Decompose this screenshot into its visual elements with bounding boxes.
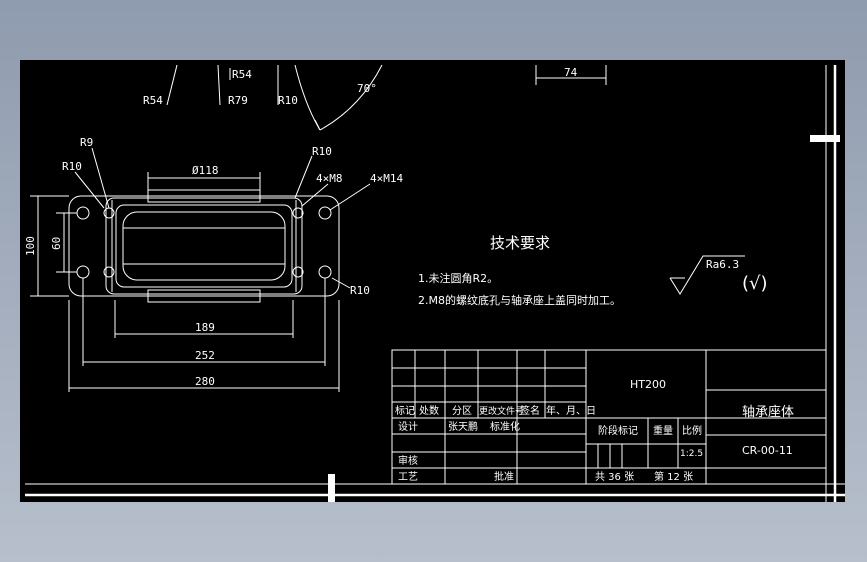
title-block [391, 349, 827, 485]
dim-angle: 70° [357, 82, 377, 95]
hdr-sign: 签名 [520, 404, 540, 417]
hole-m14-2 [76, 265, 90, 279]
label-standard: 标准化 [490, 420, 520, 433]
top-view-fragment [166, 64, 607, 131]
hdr-date: 年、月、日 [546, 404, 596, 417]
dim-r54-a: R54 [143, 94, 163, 107]
dim-r10-left: R10 [62, 160, 82, 173]
dim-252: 252 [195, 349, 215, 362]
bearing-seat-inner [122, 211, 286, 281]
dim-189: 189 [195, 321, 215, 334]
dim-r9: R9 [80, 136, 93, 149]
drawing-number: CR-00-11 [742, 444, 793, 457]
label-design: 设计 [398, 420, 418, 433]
hdr-zone: 分区 [452, 405, 472, 417]
top-rib [147, 189, 261, 203]
dim-r10-right: R10 [312, 145, 332, 158]
dim-100: 100 [24, 236, 37, 256]
hdr-mark: 标记 [395, 405, 415, 417]
hole-m8-3 [292, 207, 304, 219]
hole-m14-3 [318, 206, 332, 220]
tech-req-title: 技术要求 [490, 234, 550, 252]
bottom-rib [147, 289, 261, 303]
tech-req-note-2: 2.M8的螺纹底孔与轴承座上盖同时加工。 [418, 293, 621, 307]
dim-280: 280 [195, 375, 215, 388]
roughness-other: (√) [742, 273, 768, 294]
label-scale: 比例 [682, 424, 702, 437]
dim-dia118: Ø118 [192, 164, 219, 177]
border-tick-bottom [328, 474, 335, 502]
roughness-symbol [669, 255, 745, 295]
hdr-count: 处数 [419, 404, 439, 417]
part-name: 轴承座体 [742, 405, 794, 420]
border-tick-right [810, 135, 840, 142]
base-plan-view [68, 189, 340, 303]
dim-r79: R79 [228, 94, 248, 107]
label-process: 工艺 [398, 471, 418, 483]
hole-m14-1 [76, 206, 90, 220]
dim-4xm14: 4×M14 [370, 172, 403, 185]
base-outline [68, 195, 340, 297]
material: HT200 [630, 378, 666, 391]
label-stage: 阶段标记 [598, 424, 638, 437]
tech-req-note-1: 1.未注圆角R2。 [418, 271, 498, 285]
cad-drawing: R54 R54 R79 R10 70° 74 [24, 64, 845, 502]
hole-m14-4 [318, 265, 332, 279]
hdr-doc: 更改文件号 [479, 405, 524, 417]
hole-m8-4 [292, 266, 304, 278]
drawing-canvas: R54 R54 R79 R10 70° 74 [20, 60, 845, 502]
dim-r10-bottom: R10 [350, 284, 370, 297]
dim-74: 74 [564, 66, 578, 79]
dimension-lines [30, 147, 371, 392]
label-approve: 批准 [494, 470, 514, 483]
dim-60: 60 [50, 237, 63, 250]
label-weight: 重量 [653, 424, 673, 437]
sheets-total: 共 36 张 [595, 471, 634, 483]
dim-r54-b: R54 [232, 68, 252, 81]
sheet-number: 第 12 张 [654, 470, 693, 483]
dim-r10-top: R10 [278, 94, 298, 107]
label-review: 审核 [398, 454, 418, 467]
designer-name: 张天鹏 [448, 420, 478, 433]
dim-4xm8: 4×M8 [316, 172, 343, 185]
bearing-seat-outer [115, 204, 293, 288]
scale-value: 1:2.5 [680, 449, 703, 459]
base-inner-flange [105, 197, 303, 295]
hole-m8-2 [103, 266, 115, 278]
roughness-value: Ra6.3 [706, 258, 739, 271]
